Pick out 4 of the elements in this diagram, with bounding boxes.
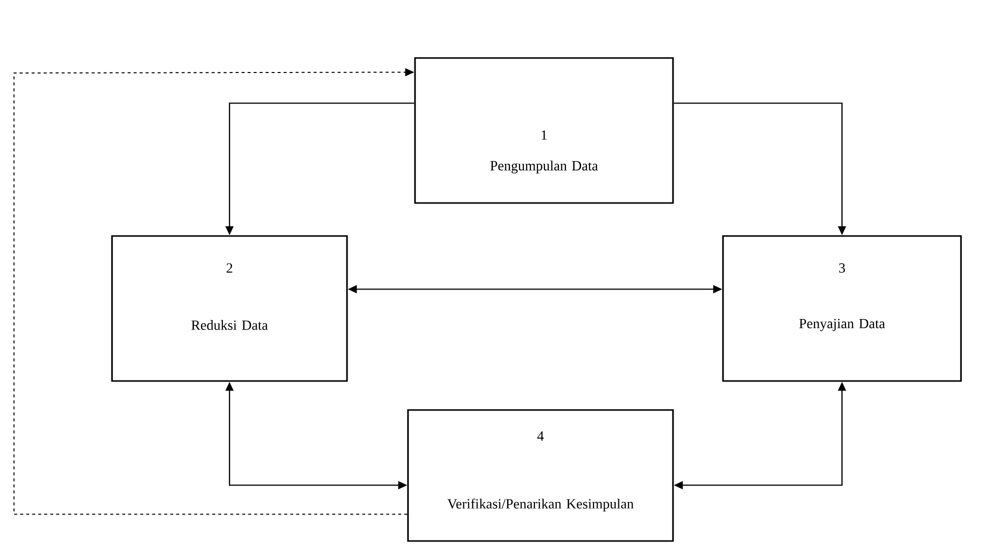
process-box: 2 Reduksi Data: [111, 235, 348, 382]
process-box: 4 Verifikasi/Penarikan Kesimpulan: [407, 409, 674, 542]
process-box: 1 Pengumpulan Data: [414, 57, 674, 204]
process-box: 3 Penyajian Data: [722, 235, 962, 382]
